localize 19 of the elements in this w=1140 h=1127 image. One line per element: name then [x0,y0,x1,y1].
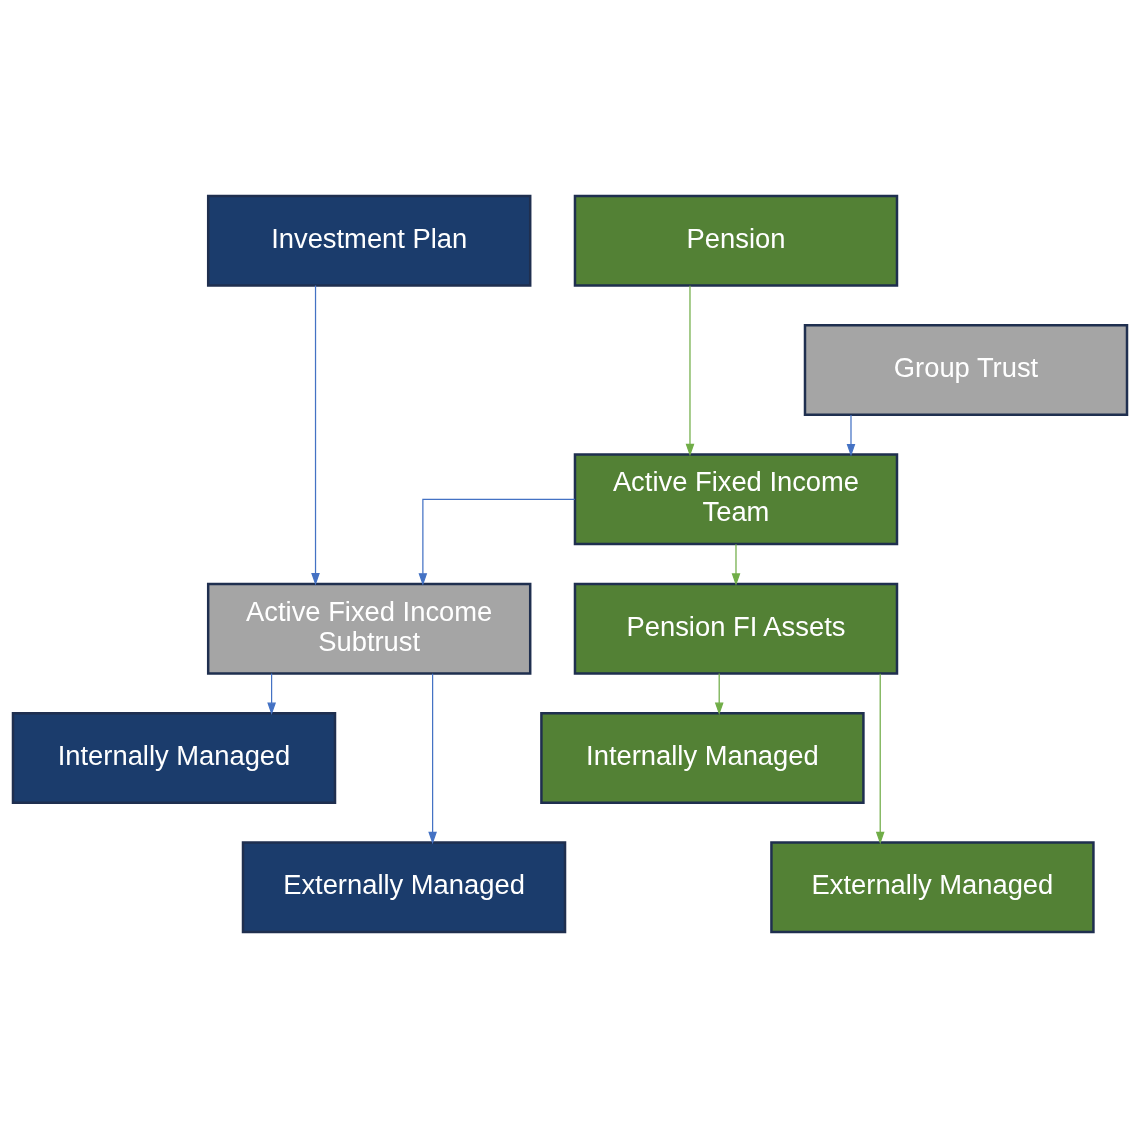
node-box: Internally Managed [11,711,337,804]
arrow [846,413,856,456]
node-box: Active Fixed Income Subtrust [206,582,532,675]
arrow [418,498,576,586]
arrow [685,284,695,456]
node-box: Active Fixed Income Team [573,452,899,545]
node-box: Group Trust [803,323,1129,416]
node-box: Pension [573,194,899,287]
arrow [731,543,741,586]
arrow [311,284,320,585]
arrow [714,672,724,715]
node-box: Pension FI Assets [573,582,899,675]
arrow [875,672,885,844]
node-box: Internally Managed [540,711,865,804]
arrow [267,672,276,715]
node-box: Investment Plan [206,194,532,287]
node-box: Externally Managed [770,840,1095,933]
node-box: Externally Managed [241,840,567,933]
arrow [428,672,437,844]
